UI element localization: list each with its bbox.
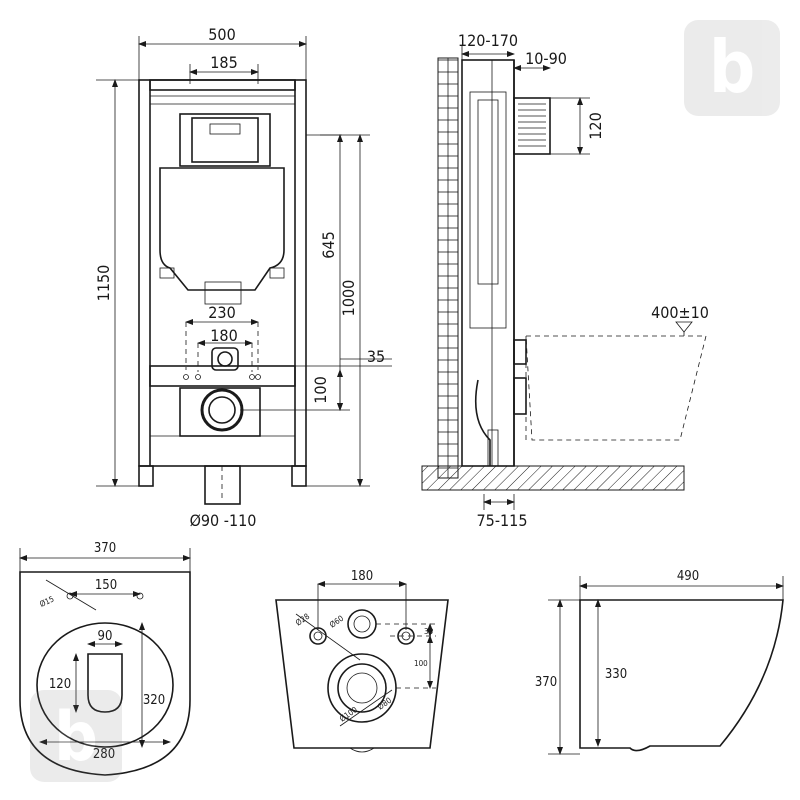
flush-box-ribs bbox=[518, 103, 546, 147]
front-view: 500 185 230 180 bbox=[94, 25, 392, 530]
dim-inner-length-120: 120 bbox=[49, 677, 71, 692]
dim-rim-depth-320: 320 bbox=[143, 693, 165, 708]
dim-offset-35: 35 bbox=[367, 347, 385, 366]
side-view: 120-170 10-90 120 400±10 75-115 bbox=[421, 31, 709, 530]
dim-rear-bolt-180: 180 bbox=[351, 569, 373, 584]
dim-height-1150: 1150 bbox=[94, 265, 113, 302]
dim-drain-diameter: Ø90 -110 bbox=[190, 511, 257, 530]
dim-bottom-75-115: 75-115 bbox=[477, 511, 528, 530]
dim-rear-offset-100: 100 bbox=[414, 659, 428, 668]
dim-profile-length-490: 490 bbox=[677, 569, 699, 584]
dim-inner-width-90: 90 bbox=[98, 629, 113, 644]
watermark-logo: b bbox=[684, 20, 780, 116]
dim-base-width-280: 280 bbox=[93, 747, 115, 762]
dim-height-645: 645 bbox=[319, 231, 338, 258]
dim-hole-60: Ø60 bbox=[327, 613, 345, 630]
svg-text:b: b bbox=[54, 698, 98, 777]
dim-flush-offset-10-90: 10-90 bbox=[525, 49, 567, 68]
dim-profile-height-370: 370 bbox=[535, 675, 557, 690]
dim-bolt-230: 230 bbox=[208, 303, 235, 322]
profile-view: 490 370 330 bbox=[535, 569, 784, 755]
dim-bolt-180: 180 bbox=[210, 326, 237, 345]
watermark-logo-small: b bbox=[30, 690, 122, 782]
dim-depth-120-170: 120-170 bbox=[458, 31, 518, 50]
rear-view: 180 35 100 Ø28 Ø60 Ø80 Ø100 bbox=[275, 569, 449, 753]
dim-bowl-height-400: 400±10 bbox=[651, 303, 709, 322]
dim-profile-height-330: 330 bbox=[605, 667, 627, 682]
dim-width-500: 500 bbox=[208, 25, 235, 44]
dim-height-1000: 1000 bbox=[339, 280, 358, 317]
dim-hole-80: Ø80 bbox=[375, 695, 393, 712]
dim-offset-100: 100 bbox=[311, 376, 330, 403]
dim-rail-185: 185 bbox=[210, 53, 237, 72]
dim-top-width-370: 370 bbox=[94, 541, 116, 556]
dim-hole-diameter-15: Ø15 bbox=[38, 594, 56, 609]
dim-flush-box-120: 120 bbox=[586, 112, 605, 139]
dim-hole-spacing-150: 150 bbox=[95, 578, 117, 593]
dim-rear-offset-35: 35 bbox=[424, 627, 433, 636]
svg-text:b: b bbox=[709, 25, 755, 109]
